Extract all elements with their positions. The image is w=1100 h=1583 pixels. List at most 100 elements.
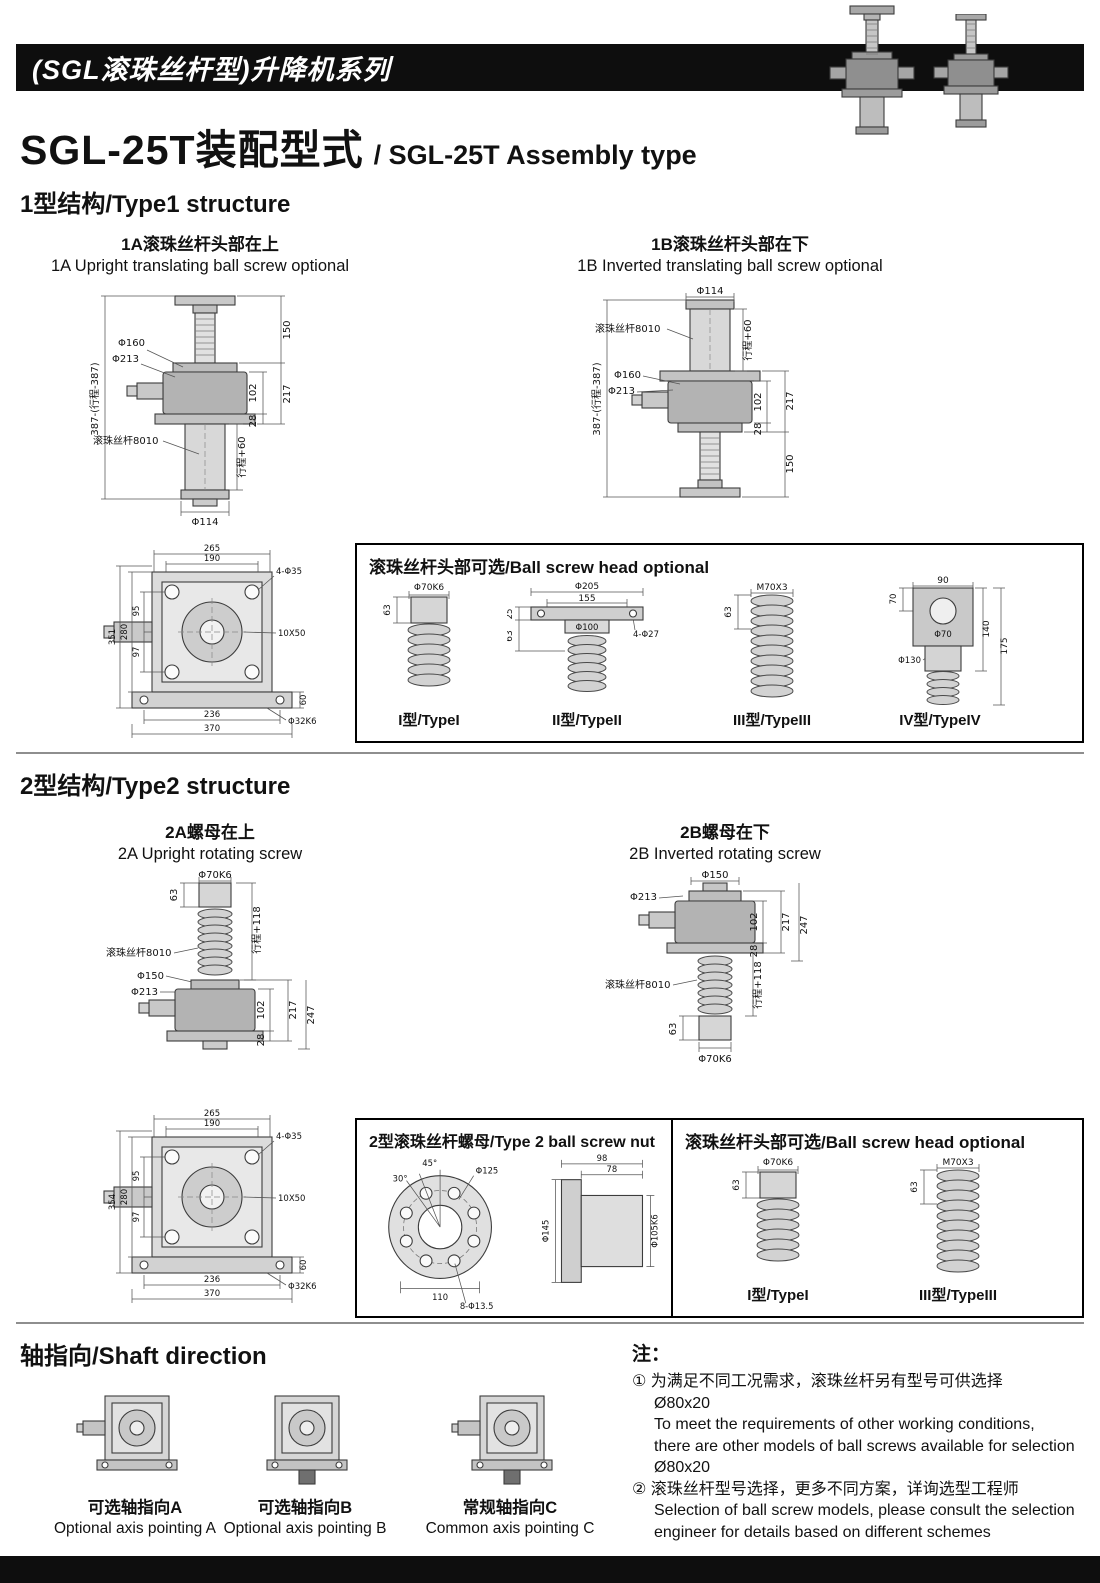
- fig-2b-drawing: Φ150 Φ213 102 28 217 247 滚珠丝杆8010 行程+118…: [605, 870, 810, 1065]
- note-line: Ø80x20: [654, 1394, 711, 1412]
- shaft-direction-c-drawing: [451, 1395, 553, 1485]
- dim-label: 70: [889, 594, 899, 605]
- dim-label: 63: [910, 1181, 920, 1192]
- shaft-c-caption-en: Common axis pointing C: [425, 1519, 595, 1537]
- dim-label: 97: [132, 1212, 142, 1223]
- fig-1b-drawing: Φ114 滚珠丝杆8010 行程+60 Φ160 Φ213 217 150 10…: [590, 286, 796, 498]
- dim-label: Φ70: [934, 630, 952, 640]
- dim-label: 28: [248, 415, 259, 428]
- dim-label: 155: [578, 594, 595, 604]
- dim-label: 95: [132, 1171, 142, 1182]
- fig-1b-caption: 1B滚珠丝杆头部在下 1B Inverted translating ball …: [540, 234, 920, 278]
- dim-label: Φ70K6: [414, 583, 444, 593]
- shaft-c-caption: 常规轴指向C Common axis pointing C: [410, 1498, 610, 1538]
- type1-topview-drawing: 265 190 4-Φ35 95 97 280 351 10X50 60 Φ32…: [103, 544, 317, 738]
- dim-label: 217: [288, 1000, 299, 1019]
- dim-label: 190: [204, 1119, 220, 1129]
- dim-label: Φ213: [630, 892, 657, 903]
- type1-head-optional-title: 滚珠丝杆头部可选/Ball screw head optional: [369, 558, 710, 577]
- dim-label: 滚珠丝杆8010: [106, 946, 171, 959]
- dim-label: 行程+118: [250, 906, 263, 953]
- dim-label: 90: [937, 576, 949, 586]
- dim-label: 63: [383, 604, 393, 615]
- section-divider-1: [16, 752, 1084, 754]
- dim-label: Φ205: [575, 582, 599, 592]
- dim-label: Φ130: [898, 656, 921, 666]
- dim-label: 30°: [393, 1174, 408, 1184]
- fig-2b-caption: 2B螺母在下 2B Inverted rotating screw: [565, 822, 885, 866]
- dim-label: 10X50: [278, 629, 305, 639]
- dim-label: Φ150: [702, 870, 729, 881]
- dim-label: Φ114: [697, 286, 724, 297]
- dim-label: 370: [204, 724, 220, 734]
- dim-label: 95: [132, 606, 142, 617]
- dim-label: 236: [204, 1275, 220, 1285]
- footer-bar: [0, 1556, 1100, 1583]
- dim-label: 351: [108, 629, 118, 645]
- dim-label: Φ213: [112, 354, 139, 365]
- fig-2a-caption-zh: 2A螺母在上: [165, 823, 255, 842]
- dim-label: Φ32K6: [288, 1282, 317, 1292]
- head-type1-label: I型/TypeI: [398, 712, 460, 729]
- head-type3-drawing: M70X3 63: [724, 583, 794, 698]
- fig-1a-caption-zh: 1A滚珠丝杆头部在上: [121, 235, 279, 254]
- dim-label: 247: [306, 1005, 317, 1024]
- note-line: Selection of ball screw models, please c…: [654, 1502, 1075, 1520]
- dim-label: 行程+60: [235, 436, 248, 477]
- shaft-a-caption-en: Optional axis pointing A: [54, 1519, 216, 1537]
- dim-label: 63: [668, 1023, 679, 1036]
- fig-2a-drawing: Φ70K6 63 行程+118 滚珠丝杆8010 Φ150 Φ213 102 2…: [106, 870, 317, 1050]
- dim-label: 60: [299, 1260, 309, 1271]
- section-divider-2: [16, 1322, 1084, 1324]
- fig-2a-caption-en: 2A Upright rotating screw: [117, 845, 303, 864]
- head-type2-drawing: Φ205 155 25 63 Φ100 4-Φ27: [507, 582, 659, 692]
- head-type2-label: II型/TypeII: [552, 712, 622, 729]
- shaft-a-caption-zh: 可选轴指向A: [87, 1499, 183, 1517]
- dim-label: 10X50: [278, 1194, 305, 1204]
- head-type3-label: III型/TypeIII: [732, 712, 812, 729]
- fig-1a-caption-en: 1A Upright translating ball screw option…: [50, 257, 350, 276]
- dim-label: 265: [204, 544, 220, 554]
- dim-label: 滚珠丝杆8010: [605, 978, 670, 991]
- head-type1-drawing-2: Φ70K6 63: [732, 1158, 800, 1262]
- dim-label: 98: [597, 1153, 608, 1163]
- shaft-a-caption: 可选轴指向A Optional axis pointing A: [35, 1498, 235, 1538]
- dim-label: 387-(行程-387): [88, 362, 101, 435]
- nut-front-view: 45° 30° Φ125 110 8-Φ13.5: [388, 1158, 498, 1311]
- dim-label: 280: [120, 624, 130, 640]
- shaft-c-caption-zh: 常规轴指向C: [462, 1499, 558, 1517]
- dim-label: 28: [749, 945, 760, 958]
- jack-illustration-2: [933, 14, 1009, 128]
- note-line: ① 为满足不同工况需求，滚珠丝杆另有型号可供选择: [632, 1373, 1003, 1391]
- dim-label: 150: [282, 320, 293, 339]
- dim-label: 387-(行程-387): [590, 362, 603, 435]
- dim-label: 滚珠丝杆8010: [93, 434, 158, 447]
- dim-label: 28: [753, 423, 764, 436]
- dim-label: 370: [204, 1289, 220, 1299]
- dim-label: 236: [204, 710, 220, 720]
- dim-label: 63: [724, 606, 734, 617]
- shaft-direction-a-drawing: [76, 1395, 178, 1471]
- type1-heading: 1型结构/Type1 structure: [20, 191, 291, 218]
- fig-2b-caption-zh: 2B螺母在下: [680, 823, 770, 842]
- head-type3-drawing-2: M70X3 63: [910, 1158, 980, 1273]
- dim-label: 60: [299, 695, 309, 706]
- shaft-heading: 轴指向/Shaft direction: [20, 1343, 267, 1370]
- note-line: To meet the requirements of other workin…: [654, 1416, 1035, 1434]
- dim-label: 102: [256, 1000, 267, 1019]
- dim-label: Φ160: [614, 370, 641, 381]
- dim-label: 4-Φ35: [276, 1132, 302, 1142]
- dim-label: Φ150: [137, 971, 164, 982]
- fig-2a-caption: 2A螺母在上 2A Upright rotating screw: [60, 822, 360, 866]
- dim-label: 217: [282, 384, 293, 403]
- nut-side-view: 98 78 Φ145 Φ105K6: [541, 1153, 659, 1283]
- shaft-b-caption-en: Optional axis pointing B: [223, 1519, 387, 1537]
- dim-label: 217: [785, 391, 796, 410]
- dim-label: Φ105K6: [649, 1214, 659, 1247]
- note-line: engineer for details based on different …: [654, 1523, 991, 1541]
- type2-nut-box-title: 2型滚珠丝杆螺母/Type 2 ball screw nut: [369, 1134, 655, 1151]
- dim-label: 354: [108, 1194, 118, 1210]
- dim-label: Φ70K6: [763, 1158, 793, 1168]
- dim-label: 280: [120, 1189, 130, 1205]
